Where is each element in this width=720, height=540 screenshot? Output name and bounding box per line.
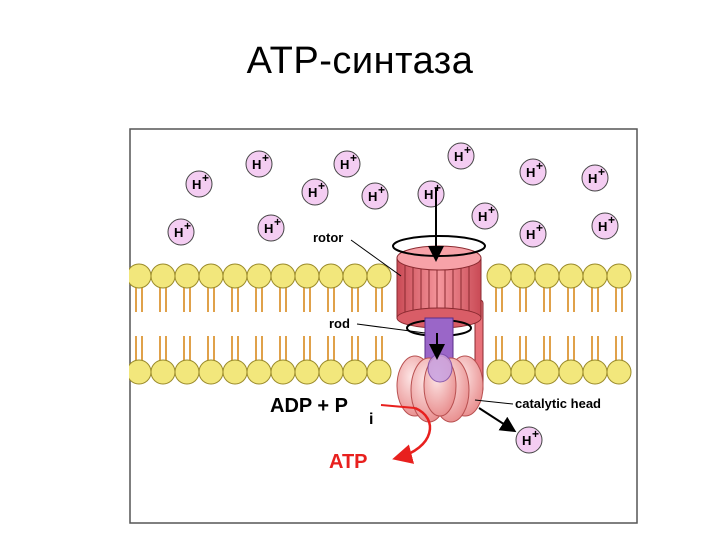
- catalytic-head-leader-line: [474, 399, 514, 405]
- lipid-tails: [135, 286, 623, 362]
- proton-charge: +: [350, 151, 357, 165]
- lipid-head: [222, 263, 248, 289]
- lipid-head: [174, 263, 200, 289]
- lipid-head: [198, 263, 224, 289]
- lipid-head: [318, 359, 344, 385]
- protons: H+H+H+H+H+H+H+H+H+H+H+H+H+H+H+: [167, 142, 619, 454]
- lipid-head: [342, 359, 368, 385]
- lipid-head: [198, 359, 224, 385]
- proton-symbol: H: [478, 209, 487, 224]
- proton-symbol: H: [264, 221, 273, 236]
- lipid-head: [294, 263, 320, 289]
- proton-exit-arrow: [478, 407, 517, 433]
- proton-symbol: H: [526, 165, 535, 180]
- proton-symbol: H: [252, 157, 261, 172]
- proton-charge: +: [532, 427, 539, 441]
- atp-synthase-diagram: H+H+H+H+H+H+H+H+H+H+H+H+H+H+H+ rotor rod…: [129, 128, 638, 524]
- diagram-canvas: H+H+H+H+H+H+H+H+H+H+H+H+H+H+H+ rotor rod…: [129, 128, 638, 524]
- proton: H+: [361, 182, 389, 210]
- proton: H+: [301, 178, 329, 206]
- proton-charge: +: [598, 165, 605, 179]
- rotor: [396, 245, 482, 329]
- proton: H+: [333, 150, 361, 178]
- lipid-head: [582, 359, 608, 385]
- lipid-heads: [129, 263, 632, 385]
- proton-symbol: H: [368, 189, 377, 204]
- proton-symbol: H: [588, 171, 597, 186]
- lipid-head: [486, 359, 512, 385]
- proton-symbol: H: [192, 177, 201, 192]
- label-atp: ATP: [329, 451, 368, 473]
- label-catalytic-head: catalytic head: [515, 396, 601, 411]
- proton-charge: +: [318, 179, 325, 193]
- proton-charge: +: [536, 159, 543, 173]
- proton-symbol: H: [522, 433, 531, 448]
- proton-symbol: H: [526, 227, 535, 242]
- lipid-head: [510, 359, 536, 385]
- slide-title: ATP-синтаза: [246, 40, 474, 82]
- proton: H+: [591, 212, 619, 240]
- label-rotor: rotor: [313, 230, 343, 245]
- proton: H+: [417, 180, 445, 208]
- rotor-leader-line: [350, 239, 402, 277]
- proton: H+: [245, 150, 273, 178]
- proton: H+: [515, 426, 543, 454]
- lipid-head: [174, 359, 200, 385]
- proton-symbol: H: [424, 187, 433, 202]
- proton: H+: [519, 220, 547, 248]
- proton: H+: [185, 170, 213, 198]
- proton-charge: +: [262, 151, 269, 165]
- lipid-head: [558, 263, 584, 289]
- catalytic-head: [396, 353, 484, 423]
- proton: H+: [447, 142, 475, 170]
- proton-charge: +: [378, 183, 385, 197]
- proton-symbol: H: [598, 219, 607, 234]
- lipid-head: [270, 359, 296, 385]
- label-adp-subscript: i: [369, 411, 373, 428]
- proton-symbol: H: [454, 149, 463, 164]
- atp-red-arrow: [392, 406, 432, 464]
- proton-charge: +: [184, 219, 191, 233]
- lipid-head: [222, 359, 248, 385]
- lipid-head: [318, 263, 344, 289]
- proton: H+: [581, 164, 609, 192]
- lipid-head: [558, 359, 584, 385]
- proton-charge: +: [434, 181, 441, 195]
- lipid-head: [150, 359, 176, 385]
- proton-symbol: H: [308, 185, 317, 200]
- rod-leader-line: [356, 323, 426, 334]
- proton-charge: +: [608, 213, 615, 227]
- proton-symbol: H: [340, 157, 349, 172]
- proton-charge: +: [536, 221, 543, 235]
- lipid-head: [246, 263, 272, 289]
- lipid-head: [366, 263, 392, 289]
- proton-symbol: H: [174, 225, 183, 240]
- lipid-head: [510, 263, 536, 289]
- lipid-head: [534, 263, 560, 289]
- lipid-head: [606, 263, 632, 289]
- proton-charge: +: [202, 171, 209, 185]
- lipid-head: [270, 263, 296, 289]
- lipid-head: [366, 359, 392, 385]
- proton: H+: [257, 214, 285, 242]
- proton: H+: [519, 158, 547, 186]
- lipid-head: [534, 359, 560, 385]
- lipid-head: [486, 263, 512, 289]
- lipid-head: [129, 263, 152, 289]
- lipid-head: [129, 359, 152, 385]
- lipid-head: [246, 359, 272, 385]
- lipid-head: [294, 359, 320, 385]
- label-adp: ADP + P: [270, 395, 348, 417]
- adp-red-line: [380, 404, 416, 409]
- label-rod: rod: [329, 316, 350, 331]
- proton-charge: +: [274, 215, 281, 229]
- proton-charge: +: [464, 143, 471, 157]
- proton: H+: [167, 218, 195, 246]
- lipid-head: [342, 263, 368, 289]
- lipid-head: [150, 263, 176, 289]
- proton-charge: +: [488, 203, 495, 217]
- lipid-head: [606, 359, 632, 385]
- proton: H+: [471, 202, 499, 230]
- lipid-head: [582, 263, 608, 289]
